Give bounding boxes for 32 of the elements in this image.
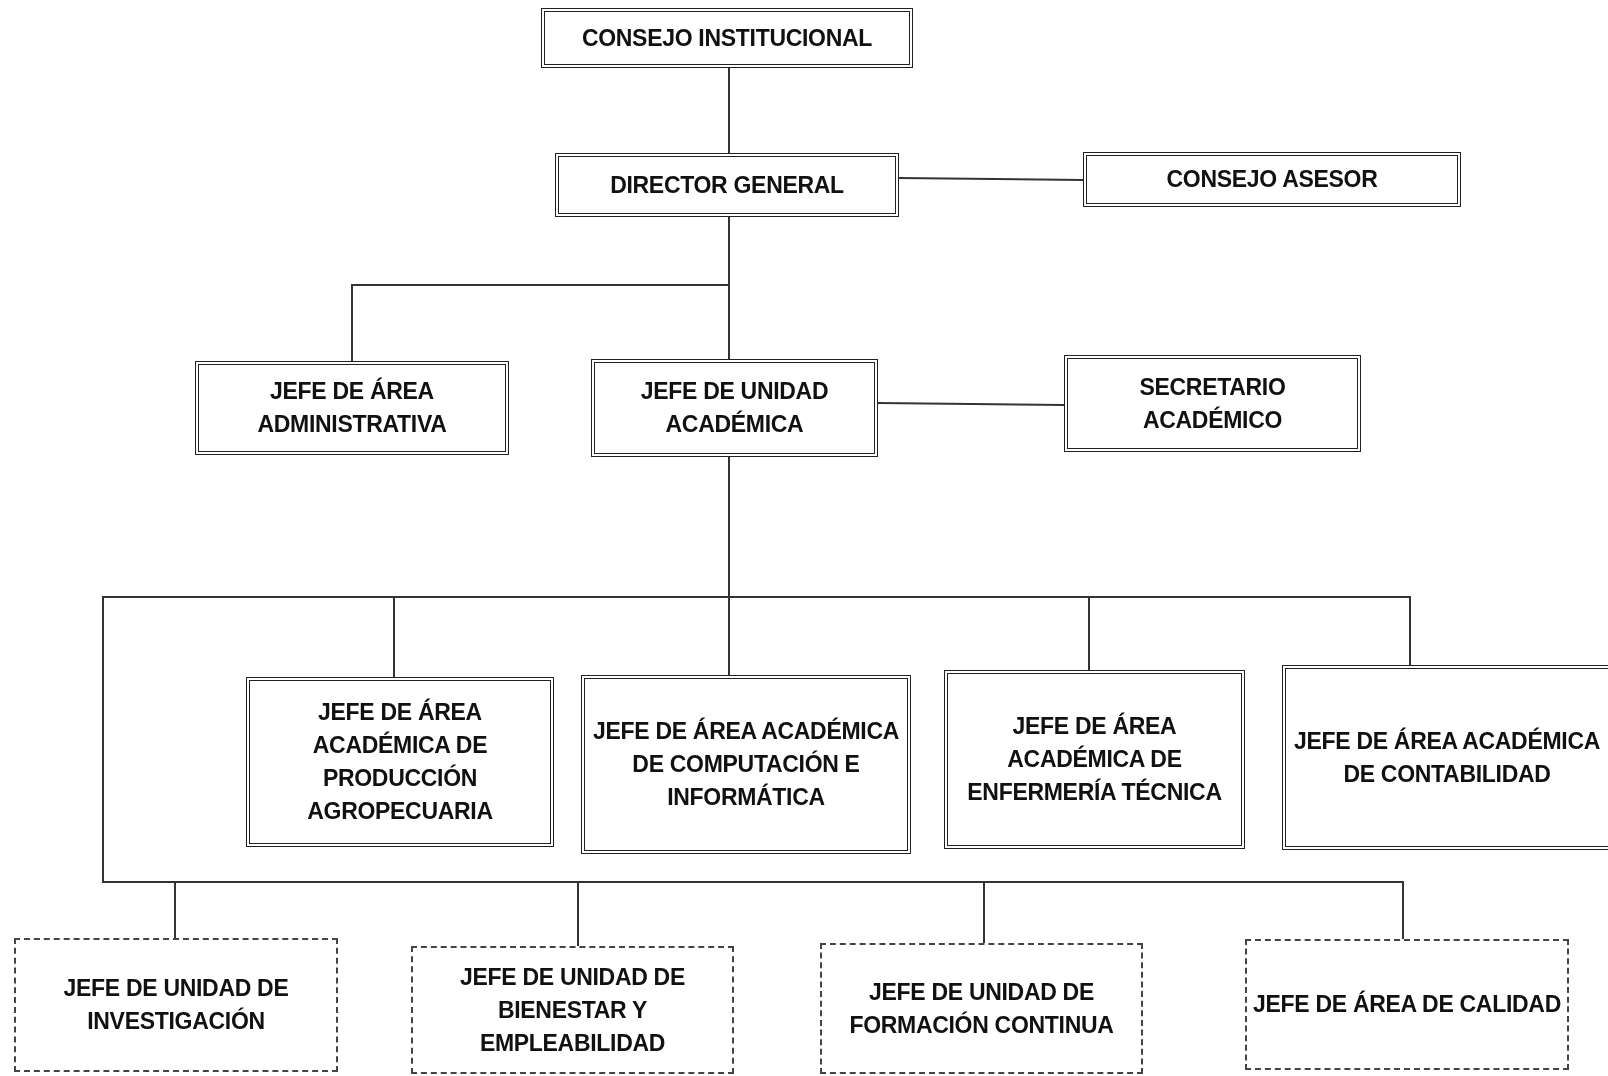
connector-line: [728, 216, 730, 360]
position-title: JEFE DE ÁREA ACADÉMICA DE ENFERMERÍA TÉCNICA: [966, 711, 1223, 807]
connector-line: [898, 177, 1084, 181]
connector-line: [728, 67, 730, 154]
position-box: [246, 677, 554, 847]
position-box: [1083, 152, 1461, 207]
position-title: JEFE DE UNIDAD DE INVESTIGACIÓN: [62, 974, 290, 1036]
position-title: JEFE DE UNIDAD DE FORMACIÓN CONTINUA: [848, 977, 1115, 1040]
dashed-position-box: [14, 938, 338, 1072]
position-title: CONSEJO INSTITUCIONAL: [580, 23, 874, 53]
position-box: [1282, 665, 1608, 850]
position-title: CONSEJO ASESOR: [1165, 165, 1379, 194]
position-title: JEFE DE UNIDAD DE BIENESTAR Y EMPLEABILIDAD: [459, 962, 686, 1058]
position-box: [581, 675, 911, 854]
position-title: SECRETARIO ACADÉMICO: [1138, 372, 1287, 435]
position-title: JEFE DE ÁREA DE CALIDAD: [1252, 989, 1562, 1019]
dashed-position-box: [1245, 939, 1569, 1070]
position-box: [555, 153, 899, 217]
position-box: [591, 359, 878, 457]
position-title: JEFE DE ÁREA ACADÉMICA DE PRODUCCIÓN AGROPECUARIA: [306, 697, 494, 826]
position-box: [944, 670, 1245, 849]
connector-line: [877, 402, 1065, 406]
position-title: JEFE DE ÁREA ADMINISTRATIVA: [256, 376, 448, 439]
position-title: JEFE DE ÁREA ACADÉMICA DE CONTABILIDAD: [1292, 726, 1602, 789]
dashed-position-box: [411, 946, 734, 1074]
position-title: JEFE DE UNIDAD ACADÉMICA: [639, 377, 830, 439]
position-title: JEFE DE ÁREA ACADÉMICA DE COMPUTACIÓN E INFORMÁTICA: [591, 716, 901, 812]
dashed-position-box: [820, 943, 1143, 1074]
position-box: [541, 8, 913, 68]
position-box: [1064, 355, 1361, 452]
position-box: [195, 361, 509, 455]
position-title: DIRECTOR GENERAL: [609, 170, 845, 200]
